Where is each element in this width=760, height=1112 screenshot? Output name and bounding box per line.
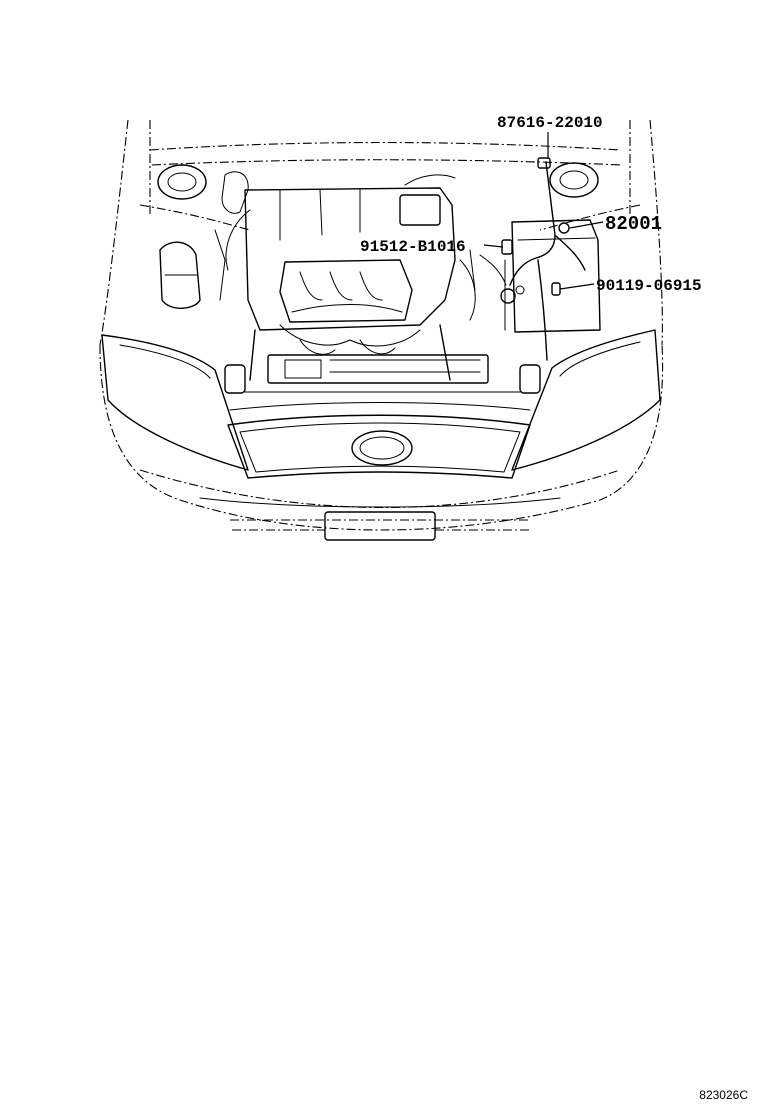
callout-87616-22010: 87616-22010 [497, 114, 603, 132]
strut-tower-left [157, 164, 207, 200]
engine-assembly [225, 174, 476, 381]
callout-leaders [483, 132, 604, 290]
engine-wire-harness [469, 157, 586, 361]
license-plate [324, 511, 436, 541]
callout-91512-B1016: 91512-B1016 [360, 238, 466, 256]
front-bumper [199, 497, 561, 531]
front-grille [227, 414, 531, 479]
figure-code: 823026C [699, 1088, 748, 1102]
strut-tower-right [549, 162, 599, 198]
washer-tank [159, 171, 249, 309]
callout-82001: 82001 [605, 213, 662, 235]
car-body-outline [99, 119, 664, 531]
radiator-support [224, 354, 541, 411]
headlamp-right [511, 329, 661, 471]
headlamp-left [101, 334, 249, 471]
battery [504, 219, 601, 333]
callout-90119-06915: 90119-06915 [596, 277, 702, 295]
